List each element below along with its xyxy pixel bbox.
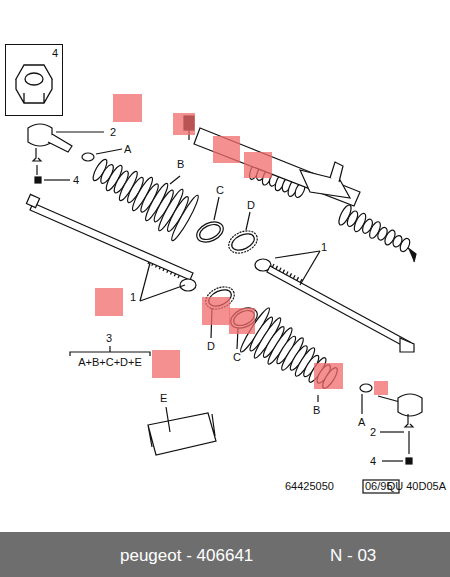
callout-letter: D (247, 200, 255, 211)
callout-letter: D (207, 341, 215, 352)
callout-letter: E (160, 393, 167, 404)
callout-number: 2 (370, 427, 376, 438)
callout-number: 4 (73, 175, 79, 186)
kit-formula: A+B+C+D+E (78, 357, 142, 368)
page-code: N - 03 (330, 547, 376, 564)
part-box: 4 (5, 44, 63, 116)
callout-letter: A (358, 417, 365, 428)
callout-number: 1 (321, 242, 327, 253)
callout-number: 1 (130, 292, 136, 303)
callout-letter: C (233, 352, 241, 363)
callout-letter: A (124, 144, 131, 155)
callout-number: 4 (370, 456, 376, 467)
caption: peugeot - 406641 (120, 547, 253, 564)
callout-letter: B (177, 159, 184, 170)
ref-code: QU 40D05A (387, 481, 446, 492)
callout-number: 2 (110, 127, 116, 138)
callout-letter: B (313, 405, 320, 416)
callout-number: 3 (106, 333, 112, 344)
callout-letter: C (216, 185, 224, 196)
callout-number: 4 (52, 48, 58, 59)
ref-number: 64425050 (285, 481, 334, 492)
